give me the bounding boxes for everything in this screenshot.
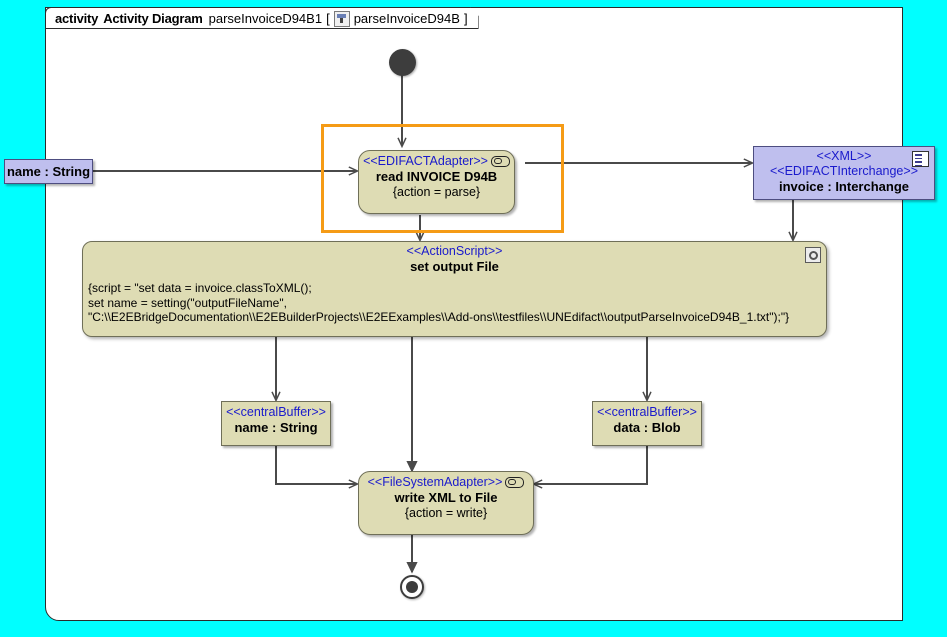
document-icon: [912, 151, 929, 167]
object-node-invoice[interactable]: <<XML>> <<EDIFACTInterchange>> invoice :…: [753, 146, 935, 200]
final-node-core: [406, 581, 418, 593]
object-node-name: invoice : Interchange: [778, 179, 910, 194]
action-set-output-file[interactable]: <<ActionScript>> set output File {script…: [82, 241, 827, 337]
central-buffer-data[interactable]: <<centralBuffer>> data : Blob: [592, 401, 702, 446]
action-script-line-1: {script = "set data = invoice.classToXML…: [88, 281, 312, 295]
activity-final-node[interactable]: [400, 575, 424, 599]
edge-buffer-name-to-write: [275, 446, 357, 484]
action-read-name: read INVOICE D94B: [375, 169, 498, 184]
frame-bracket-open: [: [326, 11, 330, 26]
central-buffer-name[interactable]: <<centralBuffer>> name : String: [221, 401, 331, 446]
action-script-line-2: set name = setting("outputFileName",: [88, 295, 287, 310]
central-buffer-data-stereotype: <<centralBuffer>>: [597, 405, 697, 419]
action-read-stereotype: <<EDIFACTAdapter>>: [363, 154, 488, 168]
action-script-stereotype: <<ActionScript>>: [406, 244, 503, 258]
frame-ref-name: parseInvoiceD94B: [353, 11, 460, 26]
action-read-meta: {action = parse}: [392, 185, 481, 199]
central-buffer-data-label: data : Blob: [613, 420, 681, 435]
input-parameter-node[interactable]: name : String: [4, 159, 93, 184]
action-write-xml[interactable]: <<FileSystemAdapter>> write XML to File …: [358, 471, 534, 535]
action-read-stereotype-row: <<EDIFACTAdapter>>: [359, 154, 514, 169]
action-script-name: set output File: [410, 259, 499, 274]
activity-diagram-icon: [334, 11, 350, 27]
frame-header-label: activity Activity Diagram parseInvoiceD9…: [45, 7, 479, 29]
action-write-stereotype: <<FileSystemAdapter>>: [367, 475, 503, 489]
action-read-invoice[interactable]: <<EDIFACTAdapter>> read INVOICE D94B {ac…: [358, 150, 515, 214]
input-parameter-label: name : String: [6, 163, 91, 179]
frame-keyword: activity: [55, 11, 99, 26]
action-write-stereotype-row: <<FileSystemAdapter>>: [359, 475, 533, 490]
action-write-name: write XML to File: [394, 490, 498, 505]
edge-buffer-data-to-write: [534, 446, 648, 484]
script-gear-icon: [805, 247, 821, 263]
central-buffer-name-label: name : String: [234, 420, 318, 435]
action-write-meta: {action = write}: [404, 506, 488, 520]
selection-highlight[interactable]: [321, 124, 564, 233]
central-buffer-name-stereotype: <<centralBuffer>>: [226, 405, 326, 419]
object-node-stereotype-xml: <<XML>>: [816, 149, 872, 163]
adapter-pin-icon: [490, 156, 510, 167]
frame-type-label: Activity Diagram: [103, 11, 203, 26]
adapter-pin-icon: [505, 477, 525, 488]
action-script-line-3: "C:\\E2EBridgeDocumentation\\E2EBuilderP…: [88, 310, 790, 324]
frame-bracket-close: ]: [463, 11, 468, 26]
frame-name: parseInvoiceD94B1: [208, 11, 323, 26]
initial-node[interactable]: [389, 49, 416, 76]
object-node-stereotype-interchange: <<EDIFACTInterchange>>: [769, 164, 918, 178]
